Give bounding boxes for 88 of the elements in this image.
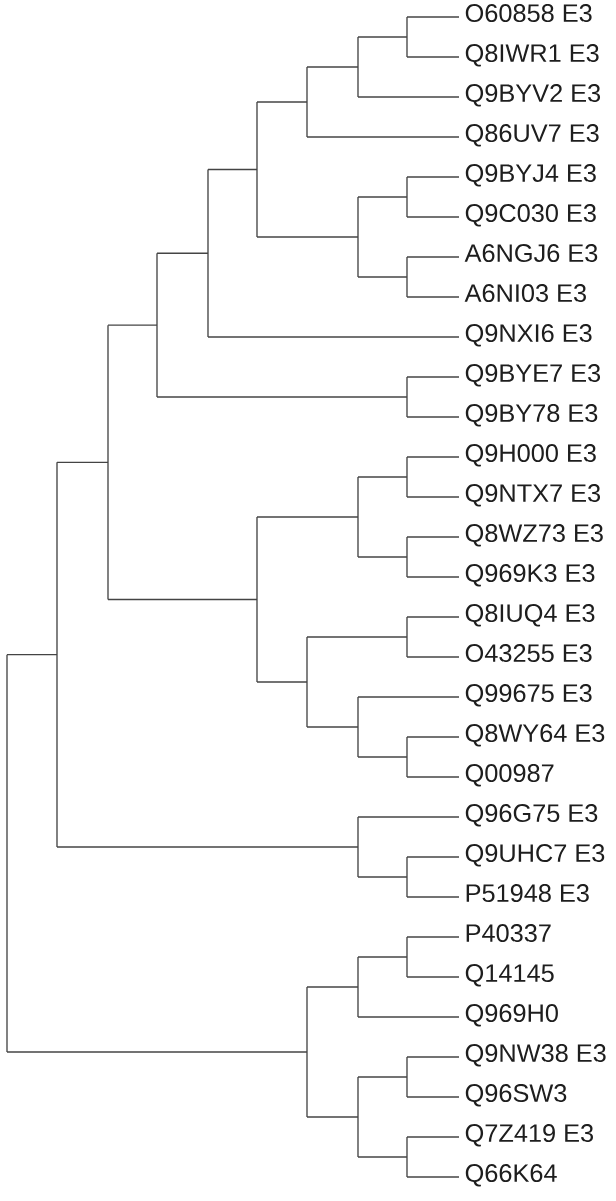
horizontal-branch — [357, 876, 408, 878]
horizontal-branch — [357, 276, 408, 278]
leaf-label: O60858 E3 — [465, 4, 592, 23]
leaf-label: P40337 — [466, 924, 551, 943]
horizontal-branch — [357, 1156, 408, 1158]
horizontal-branch — [357, 476, 408, 478]
horizontal-branch — [406, 656, 460, 658]
horizontal-branch — [107, 324, 158, 326]
horizontal-branch — [357, 816, 460, 818]
horizontal-branch — [406, 616, 460, 618]
leaf-label: Q9NW38 E3 — [465, 1044, 606, 1067]
horizontal-branch — [156, 396, 408, 398]
leaf-label: Q9NXI6 E3 — [465, 324, 592, 347]
leaf-label: Q7Z419 E3 — [465, 1124, 593, 1147]
horizontal-branch — [406, 1176, 460, 1178]
horizontal-branch — [406, 1096, 460, 1098]
horizontal-branch — [107, 598, 258, 601]
horizontal-branch — [306, 1116, 359, 1118]
horizontal-branch — [357, 696, 460, 698]
horizontal-branch — [406, 416, 460, 418]
horizontal-branch — [306, 726, 359, 728]
leaf-label: Q969K3 E3 — [465, 564, 595, 587]
horizontal-branch — [357, 196, 408, 198]
horizontal-branch — [357, 756, 408, 758]
horizontal-branch — [406, 896, 460, 898]
horizontal-branch — [256, 236, 359, 238]
leaf-label: Q9UHC7 E3 — [465, 844, 605, 867]
leaf-label: Q9H000 E3 — [465, 444, 596, 467]
horizontal-branch — [306, 986, 359, 988]
horizontal-branch — [406, 1136, 460, 1138]
horizontal-branch — [256, 516, 359, 518]
leaf-label: Q14145 — [465, 964, 554, 987]
horizontal-branch — [406, 296, 460, 298]
horizontal-branch — [306, 136, 460, 138]
horizontal-branch — [357, 96, 460, 98]
leaf-label: Q969H0 — [465, 1004, 558, 1027]
horizontal-branch — [357, 556, 408, 558]
leaf-label: Q9BYV2 E3 — [465, 84, 601, 107]
leaf-label: Q96G75 E3 — [465, 804, 598, 827]
horizontal-branch — [406, 176, 460, 178]
leaf-label: Q9NTX7 E3 — [465, 484, 600, 507]
horizontal-branch — [306, 636, 408, 638]
horizontal-branch — [256, 681, 308, 683]
horizontal-branch — [406, 256, 460, 258]
leaf-label: Q96SW3 — [465, 1084, 567, 1107]
leaf-label: Q8IWR1 E3 — [465, 44, 599, 67]
leaf-label: Q8IUQ4 E3 — [465, 604, 595, 627]
leaf-label: A6NGJ6 E3 — [464, 244, 598, 263]
leaf-label: Q8WY64 E3 — [465, 724, 605, 747]
horizontal-branch — [406, 856, 460, 858]
horizontal-branch — [207, 168, 258, 171]
horizontal-branch — [256, 101, 308, 103]
horizontal-branch — [306, 66, 359, 68]
horizontal-branch — [406, 456, 460, 458]
horizontal-branch — [6, 1051, 308, 1053]
leaf-label: Q9BY78 E3 — [465, 404, 598, 427]
leaf-label: A6NI03 E3 — [464, 284, 586, 303]
horizontal-branch — [406, 1056, 460, 1058]
leaf-label: Q66K64 — [465, 1164, 557, 1187]
leaf-label: Q99675 E3 — [465, 684, 592, 707]
horizontal-branch — [406, 56, 460, 58]
horizontal-branch — [406, 776, 460, 778]
horizontal-branch — [406, 216, 460, 218]
horizontal-branch — [56, 846, 359, 848]
horizontal-branch — [357, 1016, 460, 1018]
horizontal-branch — [357, 36, 408, 38]
horizontal-branch — [406, 976, 460, 978]
horizontal-branch — [207, 336, 460, 338]
horizontal-branch — [406, 496, 460, 498]
leaf-label: O43255 E3 — [465, 644, 592, 663]
horizontal-branch — [56, 461, 109, 463]
horizontal-branch — [406, 376, 460, 378]
horizontal-branch — [406, 736, 460, 738]
horizontal-branch — [156, 252, 209, 254]
horizontal-branch — [357, 1076, 408, 1078]
leaf-label: Q9C030 E3 — [465, 204, 596, 227]
leaf-label: Q8WZ73 E3 — [465, 524, 603, 547]
leaf-label: Q86UV7 E3 — [465, 124, 599, 147]
leaf-label: Q00987 — [465, 764, 554, 787]
horizontal-branch — [357, 956, 408, 958]
horizontal-branch — [406, 576, 460, 578]
leaf-label: Q9BYE7 E3 — [465, 364, 601, 387]
horizontal-branch — [6, 654, 58, 656]
horizontal-branch — [406, 16, 460, 18]
horizontal-branch — [406, 536, 460, 538]
horizontal-branch — [406, 936, 460, 938]
leaf-label: Q9BYJ4 E3 — [465, 164, 596, 187]
leaf-label: P51948 E3 — [466, 884, 589, 903]
